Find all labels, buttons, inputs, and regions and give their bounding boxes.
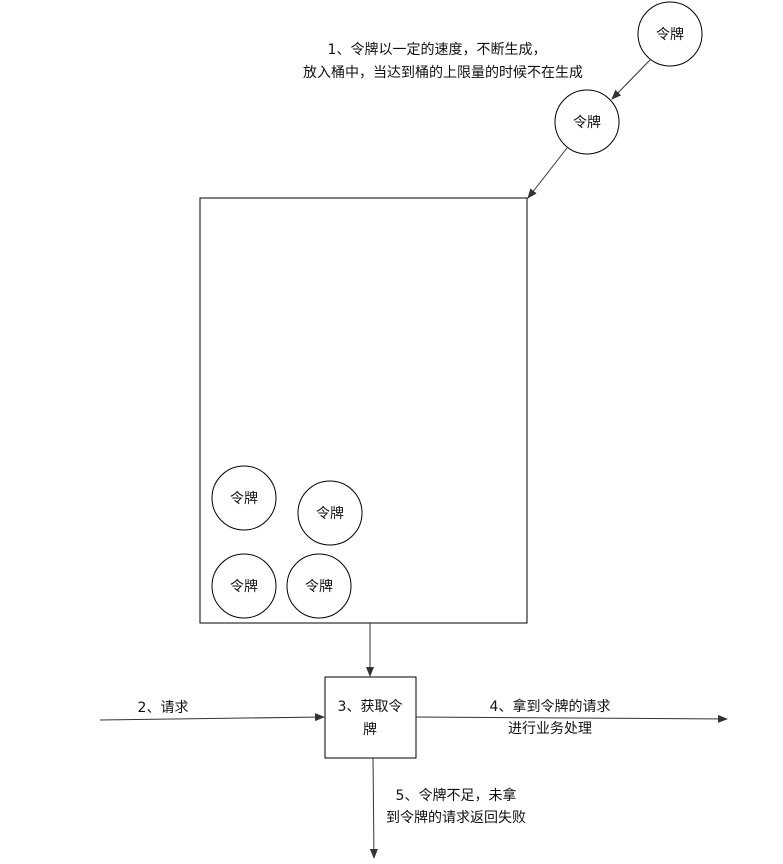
token-bucket [199,197,528,624]
incoming-token-top-label: 令牌 [656,26,684,43]
success-label-line2: 进行业务处理 [508,721,592,737]
bucket-token-4-label: 令牌 [305,578,333,595]
acquire-token-box [324,676,417,759]
bucket-token-2: 令牌 [297,480,363,546]
fail-label-line2: 到令牌的请求返回失败 [386,809,526,826]
bucket-token-1-label: 令牌 [230,490,258,507]
arrow-acquire-to-success [415,714,728,723]
bucket-token-3: 令牌 [211,553,277,619]
arrow-token-to-bucket [527,147,568,199]
fail-label-line1: 5、令牌不足，未拿 [396,787,517,804]
bucket-token-4: 令牌 [286,553,352,619]
generate-caption-line2: 放入桶中，当达到桶的上限量的时候不在生成 [303,65,583,81]
arrow-token-to-token [611,59,651,100]
bucket-token-3-label: 令牌 [230,578,258,595]
incoming-token-second: 令牌 [554,89,620,155]
request-label: 2、请求 [138,700,189,716]
acquire-token-label-line2: 牌 [363,721,377,738]
arrow-acquire-to-fail [369,757,378,859]
incoming-token-second-label: 令牌 [573,114,601,131]
bucket-token-2-label: 令牌 [316,505,344,522]
success-label-line1: 4、拿到令牌的请求 [490,698,611,715]
incoming-token-top: 令牌 [637,1,703,67]
bucket-token-1: 令牌 [211,465,277,531]
acquire-token-label-line1: 3、获取令 [338,699,403,715]
generate-caption-line1: 1、令牌以一定的速度，不断生成， [328,41,547,58]
arrow-request-to-acquire [99,713,325,722]
